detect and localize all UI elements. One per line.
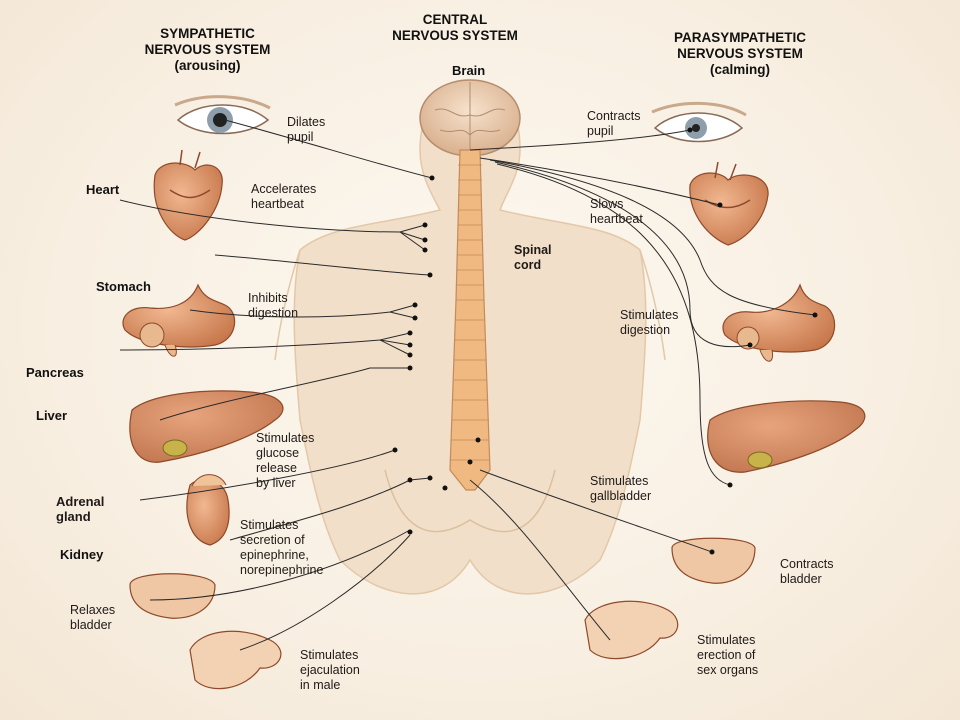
contracts-pupil-label: Contracts pupil [587,109,641,138]
eye-right-illustration [651,101,747,143]
contracts-bladder-label: Contracts bladder [780,557,834,586]
sympathetic-header-line3: (arousing) [174,58,241,73]
erection-label: Stimulates erection of sex organs [697,633,759,677]
parasympathetic-header-line1: PARASYMPATHETIC [673,30,806,45]
central-header: CENTRAL NERVOUS SYSTEM [365,12,545,44]
liver-label: Liver [36,408,68,423]
heart-right-illustration [689,161,769,246]
liver-right-illustration [707,400,866,473]
glucose-release-label: Stimulates glucose release by liver [256,431,315,490]
liver-left-illustration [129,390,284,463]
sympathetic-header-line2: NERVOUS SYSTEM [144,42,271,57]
central-header-line1: CENTRAL [422,12,488,27]
brain-label: Brain [452,63,486,78]
slows-heartbeat-label: Slows heartbeat [590,197,643,226]
sympathetic-header: SYMPATHETIC NERVOUS SYSTEM (arousing) [120,26,295,74]
male-organ-left-illustration [189,630,282,690]
spinal-cord-label: Spinal cord [514,243,552,272]
adrenal-kidney-left-illustration [186,474,230,546]
stimulates-gallbladder-label: Stimulates gallbladder [590,474,652,503]
relaxes-bladder-label: Relaxes bladder [70,603,116,632]
sympathetic-header-line1: SYMPATHETIC [160,26,255,41]
parasympathetic-header-line3: (calming) [709,62,770,77]
epinephrine-secretion-label: Stimulates secretion of epinephrine, nor… [240,518,324,577]
eye-left-illustration [174,95,271,135]
male-organ-right-illustration [584,600,679,660]
sympathetic-nerves [119,119,433,651]
adrenal-gland-label: Adrenal gland [56,494,105,524]
inhibits-digestion-label: Inhibits digestion [248,291,299,320]
parasympathetic-ganglia [467,127,818,555]
dilates-pupil-label: Dilates pupil [287,115,326,144]
heart-label: Heart [86,182,120,197]
parasympathetic-header: PARASYMPATHETIC NERVOUS SYSTEM (calming) [645,30,835,78]
kidney-label: Kidney [60,547,104,562]
stomach-label: Stomach [96,279,151,294]
accelerates-heartbeat-label: Accelerates heartbeat [251,182,317,211]
stomach-left-illustration [122,283,236,357]
central-header-line2: NERVOUS SYSTEM [392,28,518,43]
stimulates-digestion-label: Stimulates digestion [620,308,679,337]
bladder-right-illustration [671,537,756,584]
pancreas-label: Pancreas [26,365,84,380]
heart-left-illustration [153,149,223,241]
stomach-right-illustration [722,283,836,362]
sympathetic-ganglia [392,175,448,535]
ejaculation-label: Stimulates ejaculation in male [300,648,360,692]
bladder-left-illustration [129,573,216,619]
parasympathetic-nerves [469,129,816,641]
parasympathetic-header-line2: NERVOUS SYSTEM [677,46,803,61]
